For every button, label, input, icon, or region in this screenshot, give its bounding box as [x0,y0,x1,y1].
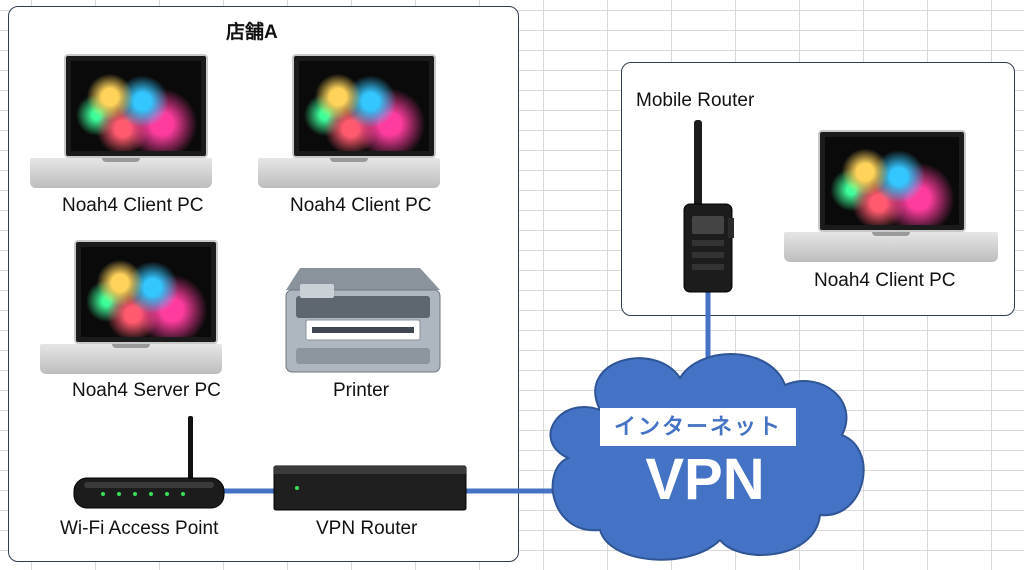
wifi-access-point-device [73,416,225,509]
vpn-label: VPN [645,447,765,512]
server-pc-label: Noah4 Server PC [72,380,221,401]
laptop-screen [818,130,966,232]
remote-client-pc-label: Noah4 Client PC [814,270,956,291]
vpn-router-device [273,465,467,511]
internet-label: インターネット [600,408,796,446]
laptop-screen [74,240,218,344]
laptop-screen [64,54,208,158]
wifi-ap-label: Wi-Fi Access Point [60,518,219,539]
server-pc-device [40,240,222,376]
internet-cloud [549,353,865,561]
store-title: 店舗A [226,22,278,43]
laptop-keyboard-base [30,158,212,188]
vpn-router-label: VPN Router [316,518,418,539]
client-pc-1-device [30,54,212,190]
mobile-router-device [683,120,734,293]
mobile-router-label: Mobile Router [636,90,755,111]
laptop-keyboard-base [258,158,440,188]
laptop-keyboard-base [784,232,998,262]
laptop-keyboard-base [40,344,222,374]
remote-client-pc-device [784,130,998,264]
laptop-screen [292,54,436,158]
printer-label: Printer [333,380,389,401]
client-pc-1-label: Noah4 Client PC [62,195,204,216]
client-pc-2-label: Noah4 Client PC [290,195,432,216]
client-pc-2-device [258,54,440,190]
printer-device [285,268,441,373]
